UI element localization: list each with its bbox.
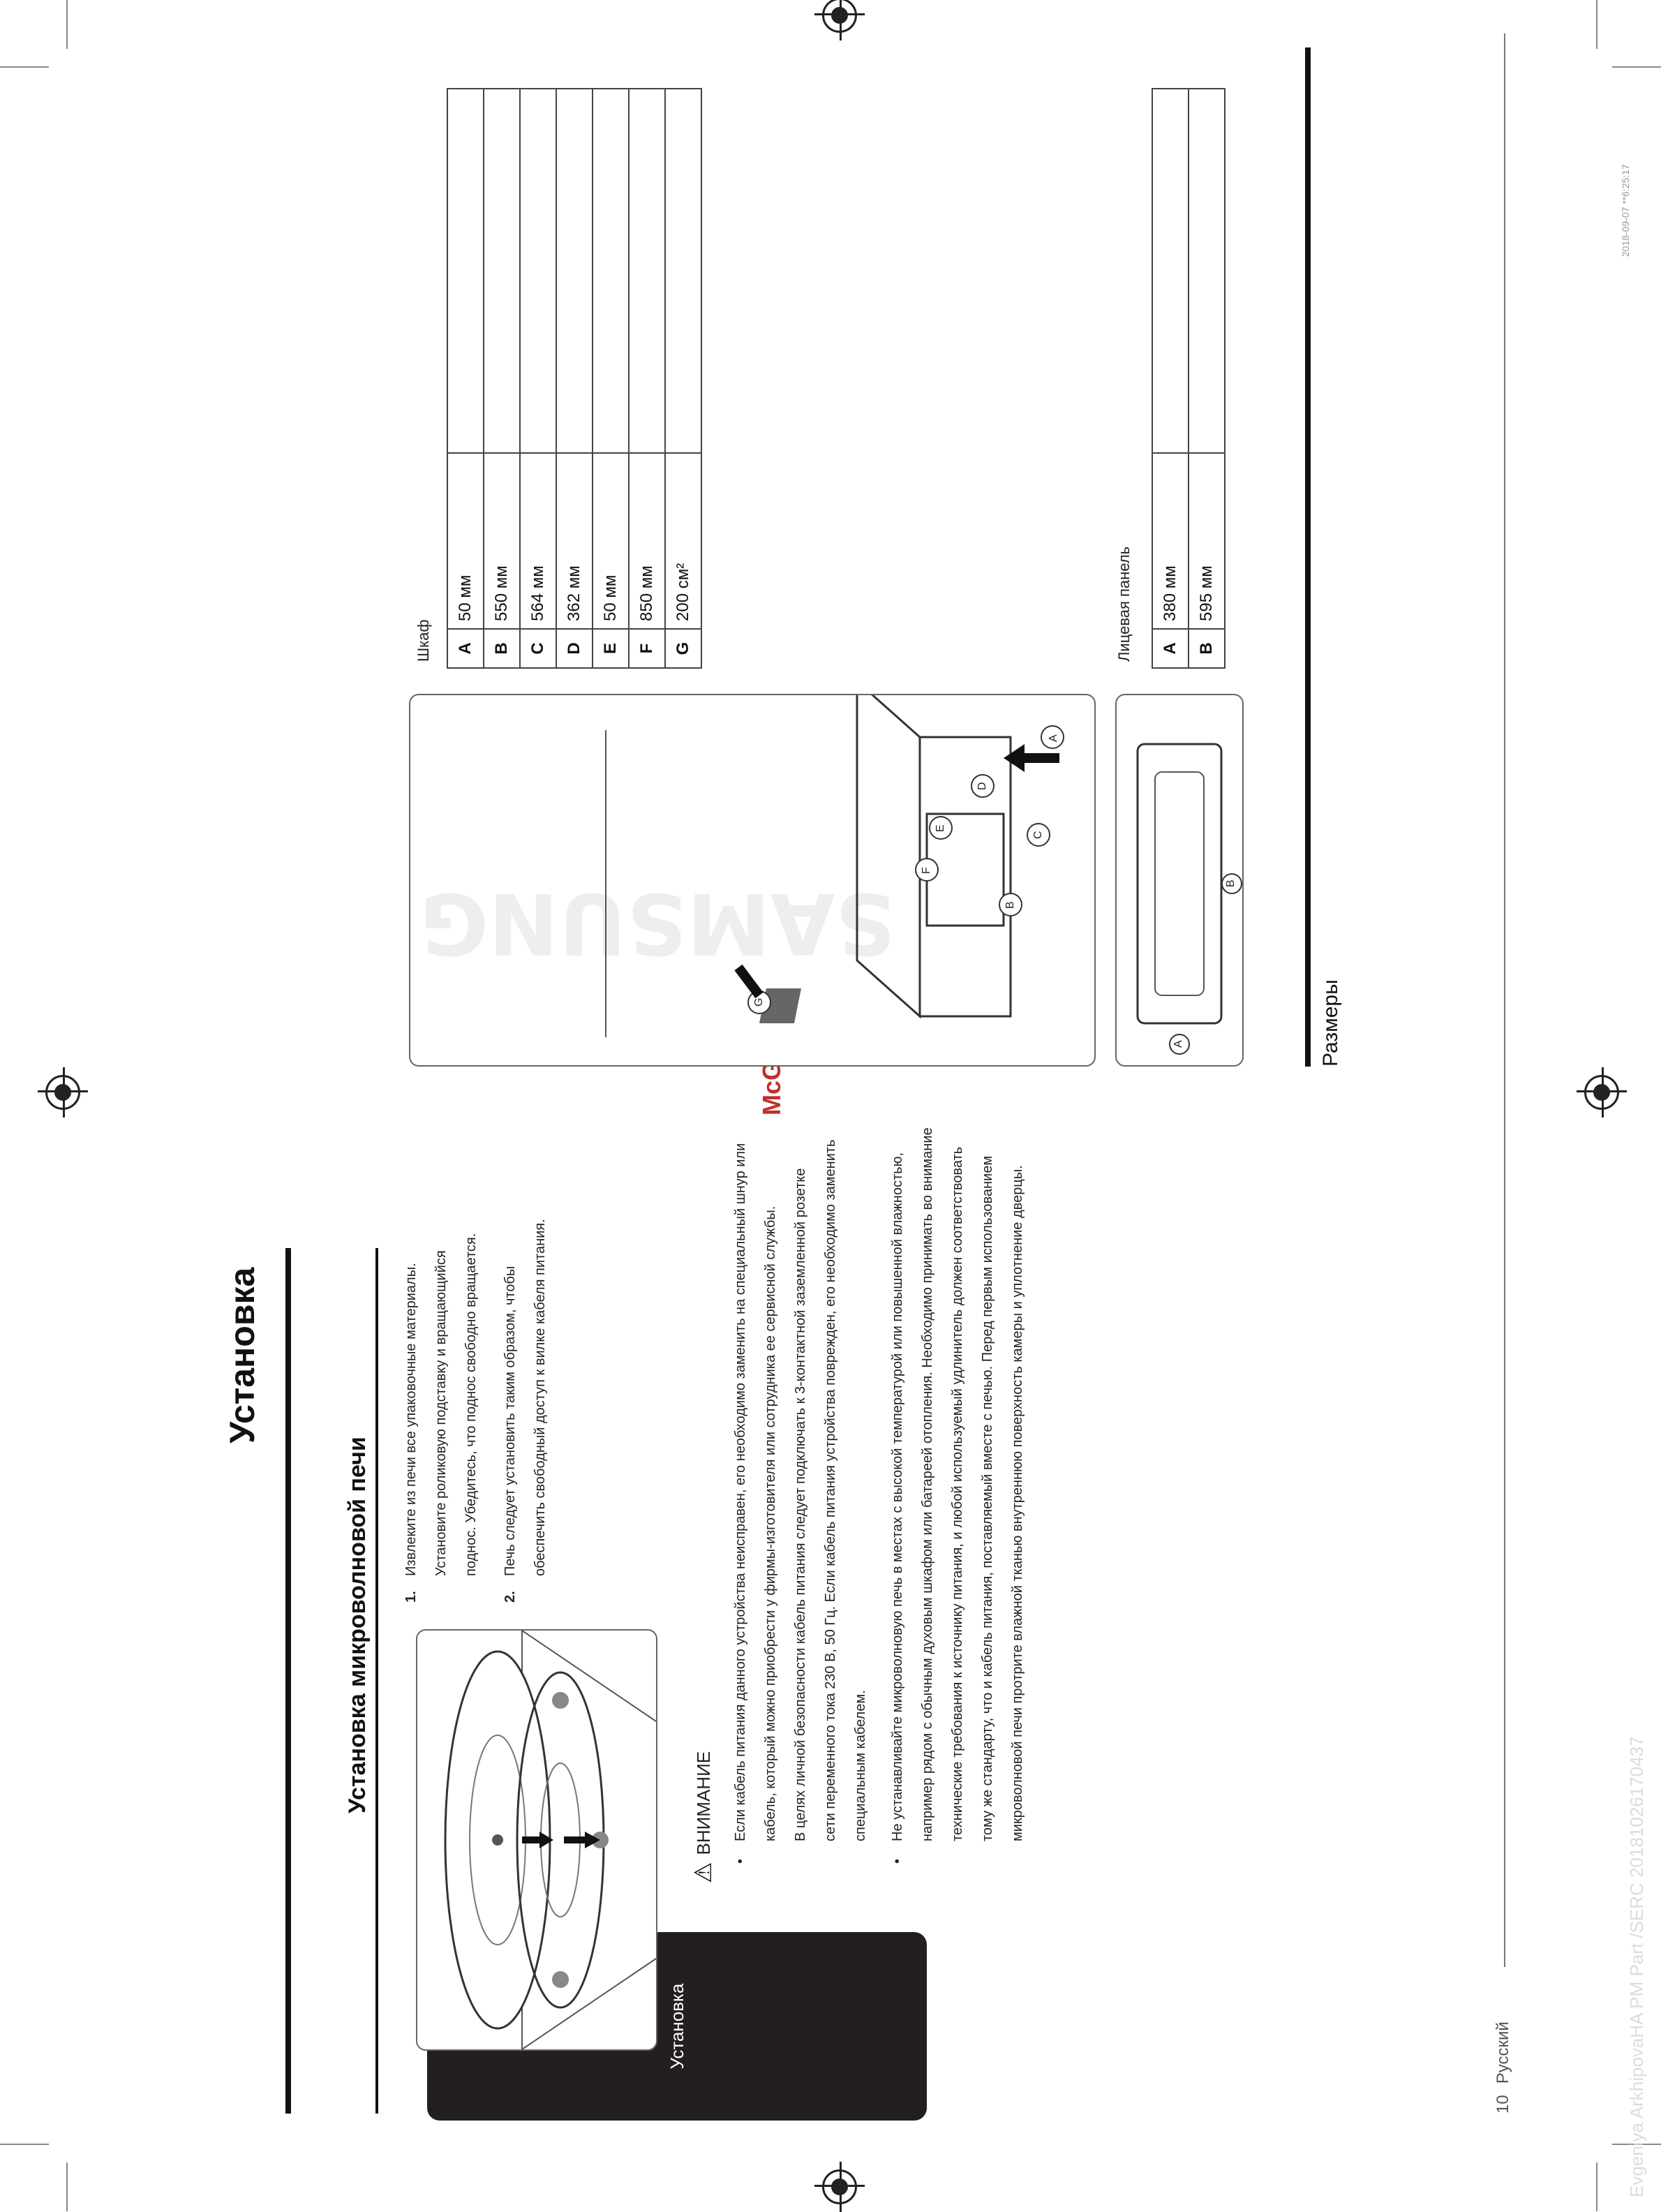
dimensions-heading: Размеры xyxy=(1319,979,1342,1067)
footer-language: Русский xyxy=(1494,2021,1512,2084)
svg-text:SAMSUNG: SAMSUNG xyxy=(419,874,895,971)
registration-mark-icon xyxy=(1584,1075,1619,1110)
install-heading-rule xyxy=(375,1248,378,2114)
step-line: обеспечить свободный доступ к вилке кабе… xyxy=(532,1219,548,1576)
warning-icon: ⚠ xyxy=(690,1862,717,1883)
print-watermark: Evgeniya ArkhipovaHA PM Part /SERC 20181… xyxy=(1626,1736,1647,2197)
page-footer: 10 Русский xyxy=(1494,2021,1513,2114)
step-1: 1. Извлеките из печи все упаковочные мат… xyxy=(396,1074,486,1603)
step-number: 2. xyxy=(502,1591,518,1603)
crop-mark xyxy=(0,2144,49,2145)
panel-caption: Лицевая панель xyxy=(1115,546,1133,662)
bullet-icon: • xyxy=(733,1858,748,1864)
step-line: Печь следует установить таким образом, ч… xyxy=(502,1265,518,1576)
cabinet-label-f: F xyxy=(921,867,932,874)
panel-label-b: B xyxy=(1225,879,1237,887)
step-line: поднос. Убедитесь, что поднос свободно в… xyxy=(463,1233,479,1576)
cabinet-label-c: C xyxy=(1032,831,1044,839)
step-2: 2. Печь следует установить таким образом… xyxy=(496,1074,556,1603)
cabinet-label-e: E xyxy=(934,824,946,832)
crop-mark xyxy=(1612,66,1661,68)
registration-mark-icon xyxy=(822,0,857,33)
crop-mark xyxy=(1596,0,1597,49)
crop-mark xyxy=(0,66,49,68)
crop-mark xyxy=(1596,2162,1597,2211)
crop-mark xyxy=(66,2162,68,2211)
cabinet-label-a: A xyxy=(1048,734,1059,742)
step-number: 1. xyxy=(403,1591,419,1603)
cabinet-diagram: SAMSUNG A B C D E F G xyxy=(409,694,1096,1067)
panel-diagram: A B xyxy=(1115,694,1244,1067)
bullet-icon: • xyxy=(890,1858,905,1864)
registration-mark-icon xyxy=(822,2169,857,2204)
title-rule xyxy=(285,1248,291,2114)
caution-title: ⚠ ВНИМАНИЕ xyxy=(690,1751,717,1883)
step-line: Извлеките из печи все упаковочные матери… xyxy=(403,1263,419,1576)
cabinet-label-d: D xyxy=(976,782,988,790)
panel-label-a: A xyxy=(1172,1040,1184,1048)
turntable-illustration xyxy=(416,1629,657,2051)
page-number: 10 xyxy=(1494,2095,1512,2114)
registration-mark-icon xyxy=(45,1075,80,1110)
section-tab-label: Установка xyxy=(666,1983,687,2070)
dimensions-rule xyxy=(1305,47,1311,1067)
page-title: Установка xyxy=(223,1267,262,1443)
cabinet-label-g: G xyxy=(753,997,765,1007)
print-stamp: 2018-09-07 ꢀꢀ6:25:17 xyxy=(1620,164,1631,257)
step-line: Установите роликовую подставку и вращающ… xyxy=(433,1250,449,1576)
cabinet-caption: Шкаф xyxy=(415,619,432,662)
install-heading: Установка микроволновой печи xyxy=(344,1437,371,1813)
cabinet-label-b: B xyxy=(1004,901,1016,909)
crop-mark xyxy=(66,0,68,49)
footer-rule xyxy=(1504,34,1505,1967)
